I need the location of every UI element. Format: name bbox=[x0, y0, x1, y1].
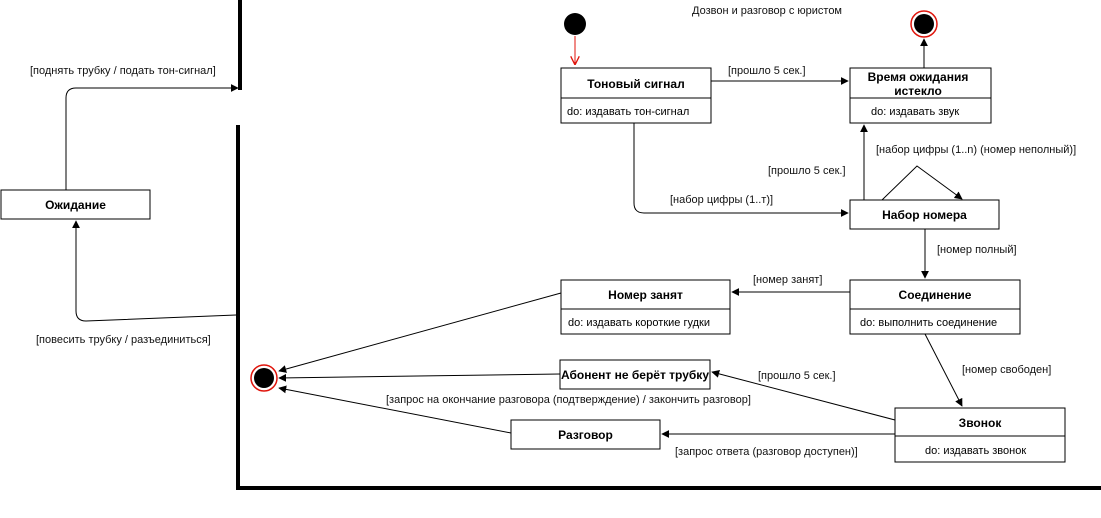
label-dial-self: [набор цифры (1..n) (номер неполный)] bbox=[876, 144, 1076, 156]
state-connecting-title: Соединение bbox=[899, 288, 972, 302]
edge-connecting-to-ringing bbox=[924, 333, 963, 407]
state-no-answer-title: Абонент не берёт трубку bbox=[561, 368, 709, 382]
state-timeout: Время ожидания истекло do: издавать звук bbox=[849, 67, 992, 124]
state-connecting: Соединение do: выполнить соединение bbox=[849, 279, 1021, 335]
edge-talking-to-final bbox=[278, 385, 512, 434]
state-timeout-title-1: Время ожидания bbox=[868, 70, 969, 84]
state-ringing: Звонок do: издавать звонок bbox=[894, 407, 1066, 463]
label-lift: [поднять трубку / подать тон-сигнал] bbox=[30, 65, 216, 77]
edge-boundary-to-idle bbox=[72, 220, 237, 322]
final-state-left bbox=[250, 364, 278, 392]
state-talking-title: Разговор bbox=[558, 428, 613, 442]
state-busy-title: Номер занят bbox=[608, 288, 683, 302]
label-hangup: [повесить трубку / разъединиться] bbox=[36, 334, 211, 346]
final-state-top bbox=[910, 10, 938, 38]
state-dial-tone-activity: do: издавать тон-сигнал bbox=[567, 106, 689, 118]
state-timeout-title-2: истекло bbox=[894, 84, 942, 98]
state-talking: Разговор bbox=[510, 419, 661, 450]
state-timeout-activity: do: издавать звук bbox=[871, 106, 959, 118]
edge-busy-to-final bbox=[278, 292, 562, 373]
label-dial-timeout: [прошло 5 сек.] bbox=[768, 165, 846, 177]
composite-state-boundary bbox=[236, 0, 1101, 490]
state-connecting-activity: do: выполнить соединение bbox=[860, 317, 997, 329]
label-ring-timeout: [прошло 5 сек.] bbox=[758, 370, 836, 382]
label-talk-end: [запрос на окончание разговора (подтверж… bbox=[386, 394, 751, 406]
state-dial-tone: Тоновый сигнал do: издавать тон-сигнал bbox=[560, 67, 712, 124]
label-dt-timeout: [прошло 5 сек.] bbox=[728, 65, 806, 77]
state-idle-title: Ожидание bbox=[45, 198, 106, 212]
state-no-answer: Абонент не берёт трубку bbox=[559, 359, 711, 390]
diagram-title: Дозвон и разговор с юристом bbox=[692, 5, 842, 17]
state-dialing: Набор номера bbox=[849, 199, 1000, 230]
edge-noanswer-to-final bbox=[278, 373, 561, 382]
label-dt-digit: [набор цифры (1..т)] bbox=[670, 194, 773, 206]
state-ringing-title: Звонок bbox=[959, 416, 1003, 430]
edge-ringing-to-noanswer bbox=[711, 369, 896, 421]
state-busy-activity: do: издавать короткие гудки bbox=[568, 317, 710, 329]
state-ringing-activity: do: издавать звонок bbox=[925, 445, 1026, 457]
edge-dialing-self bbox=[881, 165, 963, 201]
label-ring-answer: [запрос ответа (разговор доступен)] bbox=[675, 446, 858, 458]
initial-state bbox=[564, 13, 586, 64]
state-busy: Номер занят do: издавать короткие гудки bbox=[560, 279, 731, 335]
edge-dialtone-to-dialing bbox=[633, 123, 849, 217]
label-dial-full: [номер полный] bbox=[937, 244, 1017, 256]
state-dialing-title: Набор номера bbox=[882, 208, 967, 222]
state-dial-tone-title: Тоновый сигнал bbox=[587, 77, 684, 91]
edge-idle-to-boundary bbox=[65, 84, 239, 190]
label-conn-busy: [номер занят] bbox=[753, 274, 822, 286]
label-conn-free: [номер свободен] bbox=[962, 364, 1051, 376]
state-idle: Ожидание bbox=[0, 189, 151, 220]
